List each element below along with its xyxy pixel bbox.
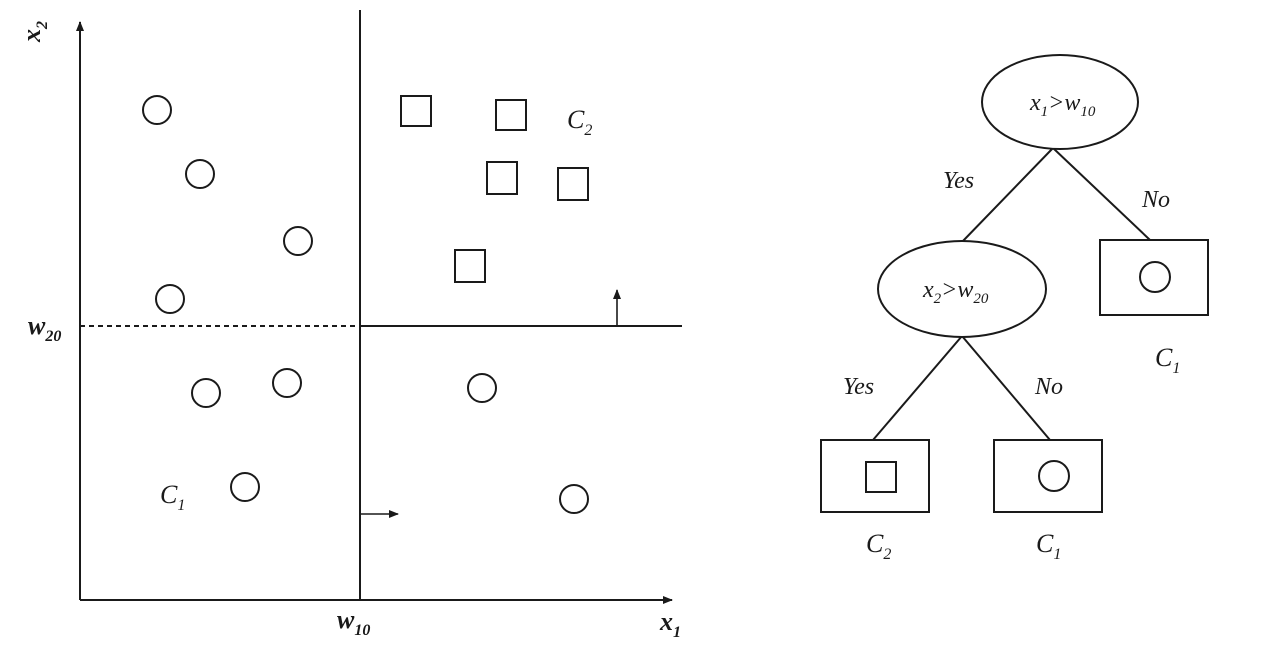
node-condition-label: x2>w20 [922,277,989,307]
circle-point [283,226,313,256]
x-axis-label: x1 [659,607,681,641]
leaf-node-yes [820,439,930,513]
node-yes-label: Yes [843,374,874,400]
circle-point [155,284,185,314]
circle-point [230,472,260,502]
root-condition-label: x1>w10 [1029,90,1096,120]
leaf-root-no-class-label: C1 [1155,343,1180,377]
square-point [454,249,486,283]
edge-root-no [1052,147,1151,241]
leaf-node-no [993,439,1103,513]
class-c1-label: C1 [160,480,185,514]
root-decision-node [981,54,1139,150]
second-decision-node [877,240,1047,338]
class-c2-label: C2 [567,105,592,139]
leaf-root-no-circle-icon [1139,261,1171,293]
class-c1-points [142,95,589,514]
feature-space-plot [76,10,682,604]
y-axis-label: x2 [17,21,51,43]
square-point [495,99,527,131]
circle-point [559,484,589,514]
circle-point [272,368,302,398]
edge-node-yes [872,335,963,441]
node-no-label: No [1034,374,1063,400]
leaf-node-no-circle-icon [1038,460,1070,492]
decision-tree [820,54,1209,513]
circle-point [142,95,172,125]
edge-node-no [961,335,1051,441]
leaf-node-yes-class-label: C2 [866,529,891,563]
leaf-node-yes-square-icon [865,461,897,493]
root-no-label: No [1141,187,1170,213]
class-c2-points [400,95,589,283]
root-yes-label: Yes [943,168,974,194]
edge-root-yes [961,147,1054,243]
x1-threshold-label: w10 [337,605,370,639]
leaf-root-no [1099,239,1209,316]
circle-point [467,373,497,403]
square-point [400,95,432,127]
x2-threshold-label: w20 [28,311,61,345]
circle-point [191,378,221,408]
square-point [557,167,589,201]
circle-point [185,159,215,189]
square-point [486,161,518,195]
leaf-node-no-class-label: C1 [1036,529,1061,563]
